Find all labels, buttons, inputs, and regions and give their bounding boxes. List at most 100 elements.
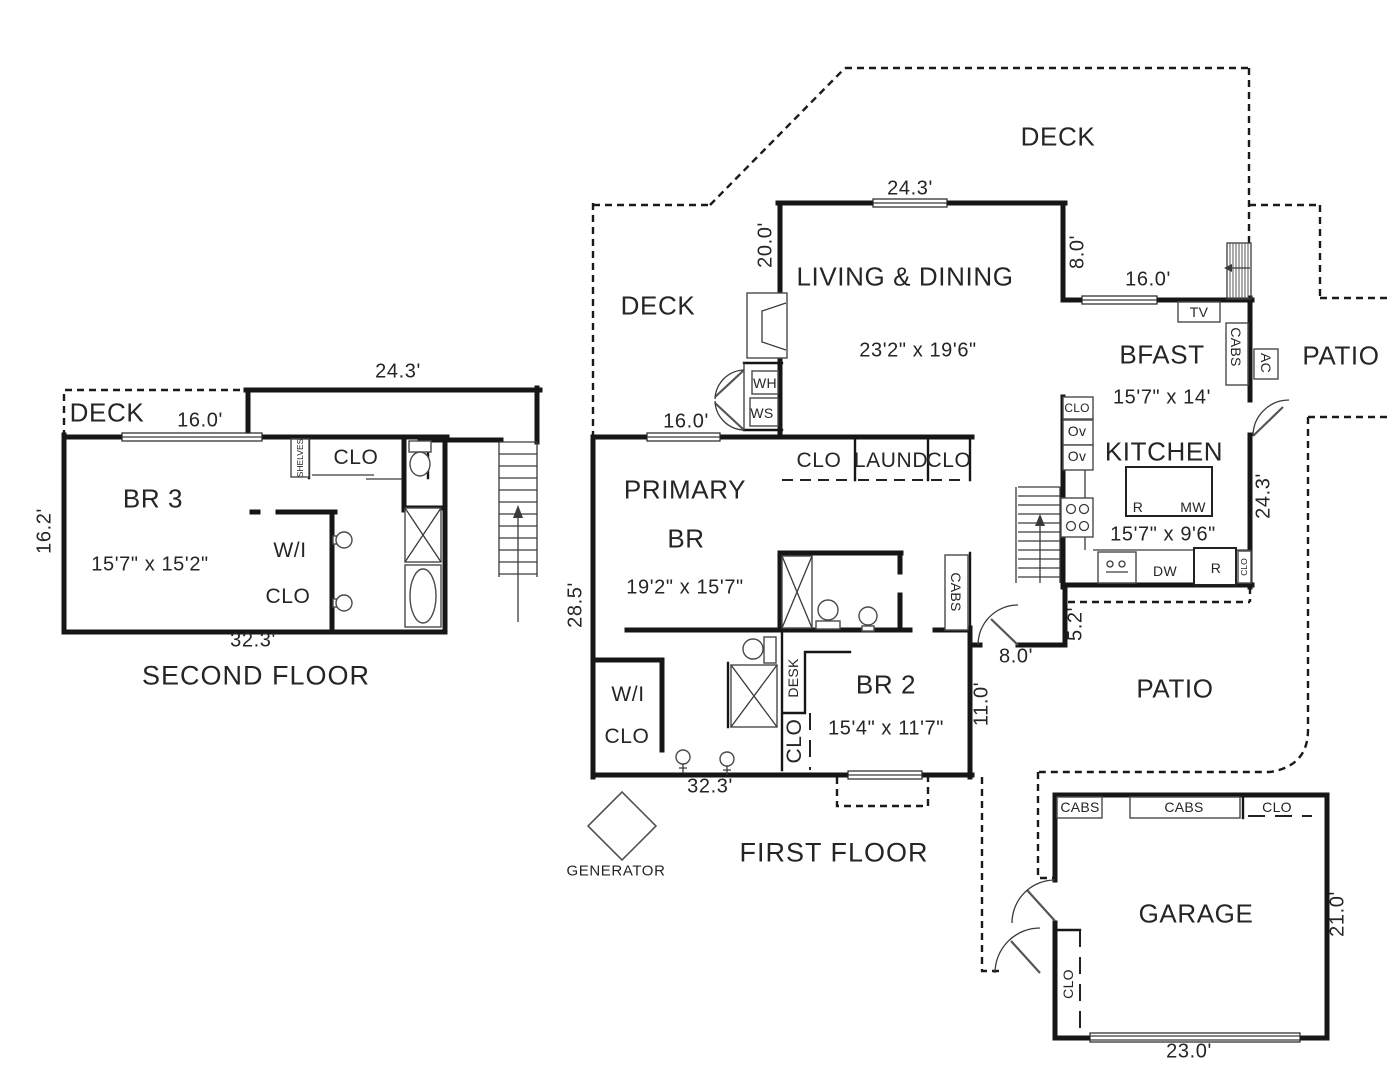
ff-br2-dims: 15'4" x 11'7" (827, 717, 945, 740)
garage-dim-right: 21.0' (1326, 891, 1349, 937)
sf-bathtub (404, 564, 442, 628)
garage-cabs1-label: CABS (1060, 799, 1100, 815)
ff-clo-b-label: CLO (926, 449, 972, 472)
ff-kitchen-dims: 15'7" x 9'6" (1110, 523, 1216, 546)
ff-dim-primary-window: 16.0' (663, 410, 709, 433)
sf-wi-clo-label: CLO (265, 585, 311, 608)
ff-dim-bfast-top: 16.0' (1125, 268, 1171, 291)
kitchen-mini-closet (1237, 550, 1252, 584)
sf-deck-outline (62, 388, 248, 437)
ff-br2-window-well (835, 777, 930, 808)
ff-room-br2: BR 2 (855, 669, 917, 700)
sf-br3-dims: 15'7" x 15'2" (91, 553, 209, 576)
sf-toilet (408, 440, 432, 477)
sf-title: SECOND FLOOR (141, 660, 371, 691)
second-floor-drawing (61, 385, 543, 635)
ff-ac-label: AC (1258, 352, 1274, 374)
garage-name-label: GARAGE (1138, 898, 1254, 929)
deck-steps (1224, 242, 1252, 300)
ff-island-range-label: R (1132, 499, 1144, 515)
ff-room-primary-2: BR (667, 523, 705, 554)
ff-clo-kitchen-label: CLO (1064, 401, 1090, 415)
garage-outer-walls (1052, 792, 1330, 1041)
ff-clo-br2-label: CLO (783, 718, 806, 764)
ff-dim-entry: 8.0' (998, 645, 1034, 668)
sf-dim-bottom: 32.3' (230, 629, 276, 652)
ff-fridge-label: R (1210, 560, 1222, 576)
ff-desk-label: DESK (785, 658, 801, 698)
ff-island-mw-label: MW (1180, 499, 1206, 515)
br2-cabs (944, 554, 969, 631)
kitchen-island (1125, 466, 1213, 517)
garage-cabs-1 (1056, 796, 1103, 819)
ff-hall-bath (781, 555, 878, 632)
kitchen-patio-door (1252, 399, 1290, 437)
ff-patio-lower-outline (980, 417, 1310, 973)
garage-dim-bottom: 23.0' (1166, 1040, 1212, 1063)
ff-dim-left: 28.5' (564, 582, 587, 628)
ff-light-fixtures (675, 749, 735, 775)
garage-entry-door (1011, 879, 1056, 924)
sf-dim-window: 16.0' (177, 409, 223, 432)
ff-bfast-dims: 15'7" x 14' (1112, 386, 1212, 409)
ff-primary-dims: 19'2" x 15'7" (626, 576, 744, 599)
ff-clo-fridge-label: CLO (1239, 558, 1249, 576)
ac-unit (1253, 348, 1279, 380)
ff-dw-label: DW (1153, 563, 1177, 579)
ff-oven2-label: Ov (1067, 448, 1087, 464)
ff-title: FIRST FLOOR (739, 837, 929, 868)
ff-clo-a-label: CLO (796, 449, 842, 472)
ff-desk-nook-walls (726, 630, 852, 772)
garage-clo-left-label: CLO (1060, 969, 1076, 999)
ff-tv-label: TV (1189, 304, 1209, 320)
garage-cabs2-label: CABS (1164, 799, 1204, 815)
ff-wi-clo-label: CLO (604, 725, 650, 748)
ff-deck-side-label: DECK (620, 290, 696, 321)
sf-shelves-label: SHELVES (295, 438, 305, 478)
garage-clo-top-label: CLO (1262, 799, 1292, 815)
ff-room-primary-1: PRIMARY (623, 474, 747, 505)
sf-room-br3: BR 3 (122, 483, 184, 514)
ff-wi-label: W/I (611, 683, 645, 706)
sf-wi-label: W/I (273, 539, 307, 562)
ff-kitchen-fixtures (1060, 396, 1252, 586)
sf-deck-label: DECK (69, 397, 145, 428)
ff-dim-living-step: 8.0' (1066, 234, 1089, 270)
sf-shelves-box (290, 438, 310, 478)
sf-vanity-sinks (332, 531, 353, 612)
garage-drawing (994, 792, 1330, 1043)
ff-patio-lower-label: PATIO (1136, 673, 1214, 704)
garage-cabs-2 (1129, 796, 1241, 819)
ff-dim-bottom: 32.3' (687, 775, 733, 798)
ff-dim-kitchen-patio: 5.2' (1064, 606, 1087, 642)
ff-dim-br2-right: 11.0' (970, 681, 993, 727)
vestibule-door (994, 927, 1041, 974)
ff-outer-walls (590, 200, 1255, 780)
ff-patio-upper-label: PATIO (1302, 340, 1380, 371)
kitchen-sink (1097, 551, 1137, 584)
garage-door-opening (1089, 1032, 1301, 1043)
ff-wh-label: WH (753, 375, 777, 391)
ff-deck-outline (591, 66, 1251, 437)
ff-living-dims: 23'2" x 19'6" (859, 339, 977, 362)
ff-generator-label: GENERATOR (566, 862, 666, 880)
ff-closet-dividers (853, 435, 972, 632)
kitchen-fridge (1193, 547, 1237, 586)
bfast-cabs (1225, 322, 1249, 386)
rear-entry-door (977, 604, 1019, 646)
ff-dim-living-top: 24.3' (887, 177, 933, 200)
ff-primary-bath (730, 636, 778, 728)
ff-stairs (1015, 486, 1061, 583)
ff-deck-upper-label: DECK (1020, 121, 1096, 152)
ff-dim-living-left: 20.0' (754, 222, 777, 268)
sf-clo-label: CLO (333, 446, 379, 469)
ff-room-kitchen: KITCHEN (1104, 436, 1224, 467)
ff-laund-label: LAUND (853, 449, 929, 472)
sf-shower (404, 507, 442, 563)
ff-dim-kitchen-right: 24.3' (1252, 473, 1275, 519)
sf-clo-sliding-doors (312, 474, 402, 480)
first-floor-drawing (586, 66, 1392, 973)
ff-room-living: LIVING & DINING (796, 261, 1014, 292)
